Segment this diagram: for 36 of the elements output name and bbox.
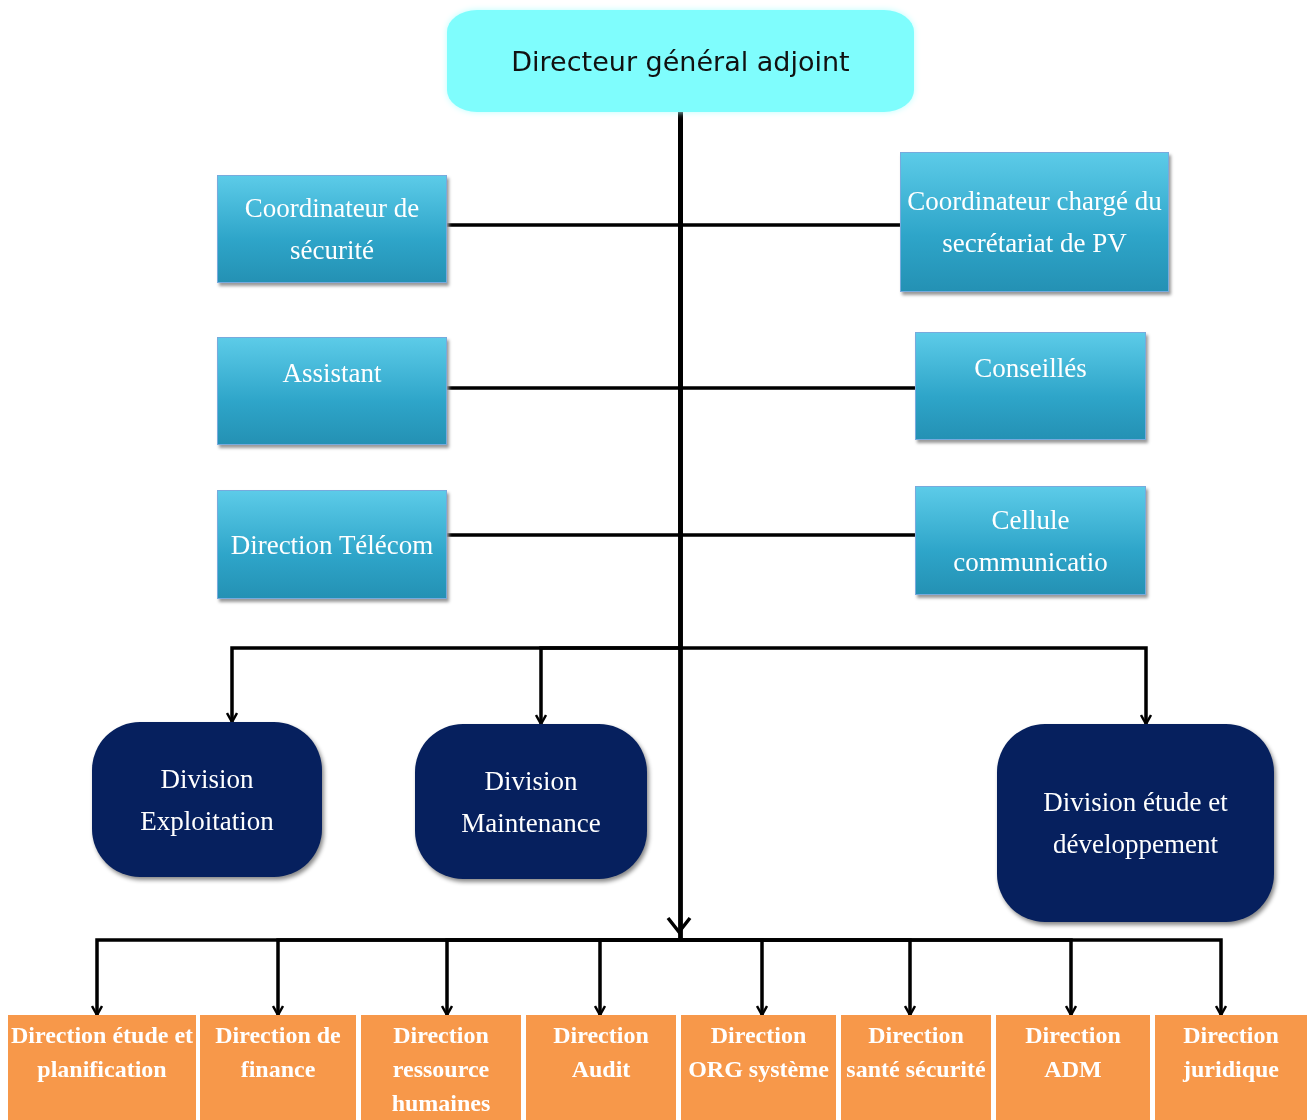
node-label: Direction ADM (1024, 1021, 1122, 1084)
staff-box (915, 332, 1146, 440)
division-box (92, 722, 322, 877)
node-label: Direction ORG système (687, 1021, 830, 1084)
node-label: Direction santé sécurité (845, 1021, 987, 1084)
department-box (1155, 1015, 1307, 1120)
node-label: Conseillés (974, 352, 1087, 385)
node-label: Coordinateur chargé du secrétariat de PV (907, 185, 1162, 260)
staff-box (217, 337, 447, 445)
node-label: Direction de finance (214, 1021, 342, 1084)
node-label: Division Exploitation (139, 762, 275, 838)
staff-box (217, 175, 447, 283)
node-label: Direction juridique (1181, 1021, 1280, 1084)
department-box (361, 1015, 521, 1120)
node-label: Direction Audit (552, 1021, 650, 1084)
division-box (997, 724, 1274, 922)
node-label: Direction ressource humaines (390, 1021, 492, 1118)
department-box (681, 1015, 836, 1120)
node-label: Assistant (282, 357, 382, 390)
node-label: Division Maintenance (460, 764, 602, 840)
department-box (200, 1015, 356, 1120)
department-box (8, 1015, 196, 1120)
node-label: Direction Télécom (230, 528, 434, 562)
department-box (841, 1015, 991, 1120)
node-label: Coordinateur de sécurité (243, 192, 421, 267)
staff-box (915, 486, 1146, 595)
division-box (415, 724, 647, 879)
node-label: Directeur général adjoint (511, 45, 850, 77)
title-box (447, 10, 914, 112)
staff-box (217, 490, 447, 599)
node-label: Cellule communicatio (952, 503, 1109, 579)
node-label: Direction étude et planification (9, 1021, 195, 1084)
staff-box (900, 152, 1169, 292)
node-label: Division étude et développement (1042, 786, 1229, 861)
department-box (526, 1015, 676, 1120)
department-box (996, 1015, 1150, 1120)
